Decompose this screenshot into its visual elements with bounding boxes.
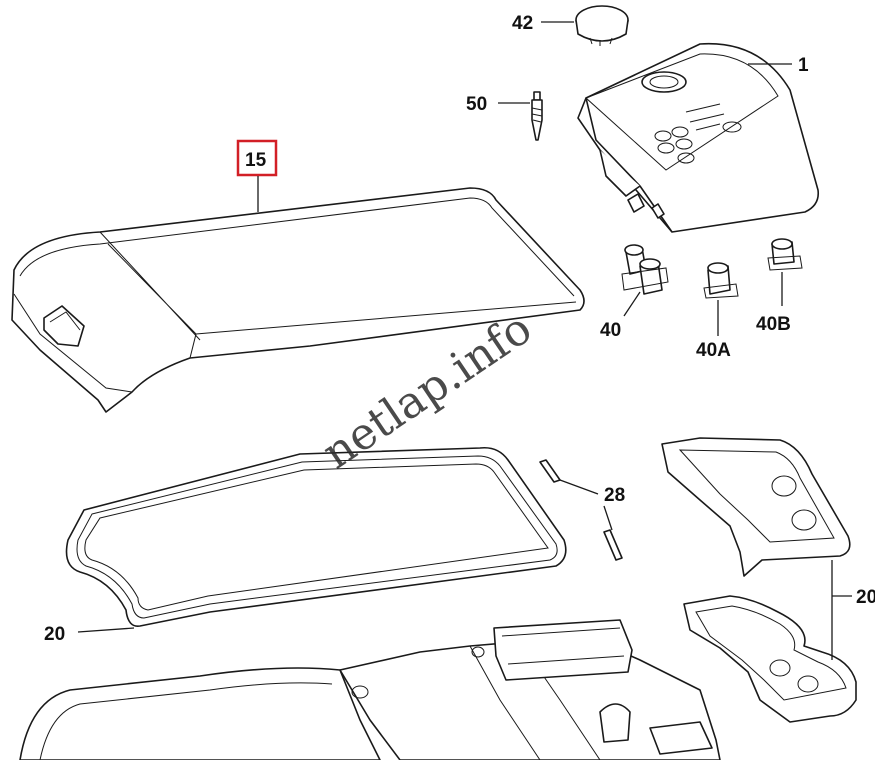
lower-base-assembly — [19, 619, 721, 760]
part-40A-button — [703, 262, 739, 299]
label-1: 1 — [798, 55, 809, 76]
part-40-buttons — [621, 244, 669, 295]
leader-20-right — [831, 560, 852, 660]
label-20-right: 20 — [856, 587, 875, 608]
part-15-lid — [11, 187, 585, 413]
leader-40 — [623, 291, 641, 317]
leader-28 — [559, 479, 613, 531]
label-20-left: 20 — [44, 624, 65, 645]
label-40B: 40B — [756, 314, 791, 335]
label-42: 42 — [512, 13, 533, 34]
part-40B-button — [767, 238, 803, 271]
part-42-knob — [575, 5, 629, 46]
part-20-gasket — [65, 446, 567, 627]
label-40A: 40A — [696, 340, 731, 361]
label-15: 15 — [245, 150, 267, 171]
label-40: 40 — [600, 320, 621, 341]
part-50-screw — [531, 91, 543, 141]
label-28: 28 — [604, 485, 625, 506]
part-15-highlight-box — [236, 139, 278, 177]
part-20-hinge-brackets — [661, 437, 857, 723]
leader-20-left — [77, 627, 135, 633]
part-1-control-housing — [577, 42, 820, 233]
label-50: 50 — [466, 94, 487, 115]
